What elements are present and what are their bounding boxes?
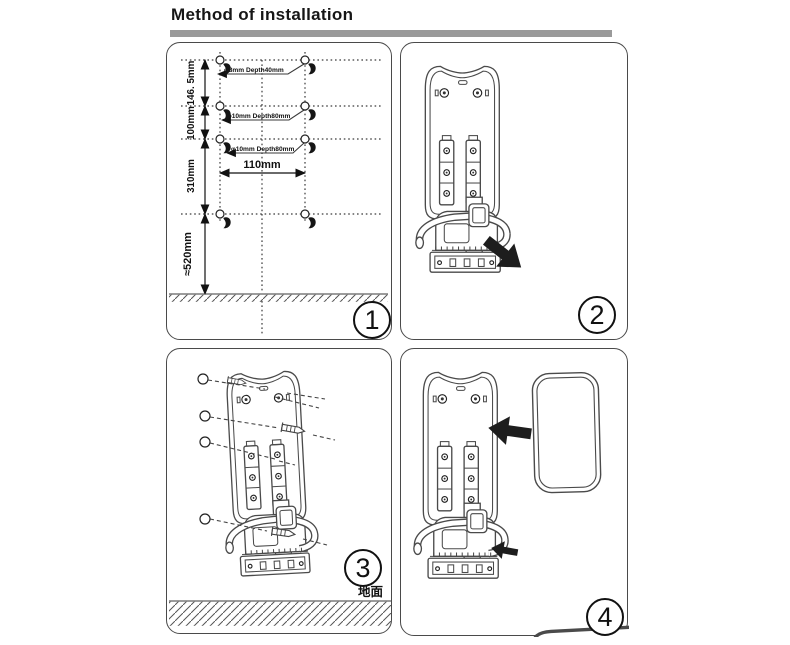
hole-spec-1-label: φ8mm Depth40mm [224, 67, 284, 74]
panel-step-4: 4 [400, 348, 628, 636]
dim-110-label: 110mm [243, 159, 281, 171]
backrest-pad [531, 372, 602, 494]
dim-310-label: 310mm [186, 159, 197, 193]
hole-spec-3-label: φ10mm Depth80mm [231, 146, 294, 153]
seat-frame-illustration [217, 370, 317, 576]
ground-hatch [169, 293, 388, 302]
step-2-number: 2 [589, 299, 605, 330]
dim-100-label: 100mm [186, 106, 197, 140]
ground-label: 地面 [358, 584, 384, 599]
drill-holes-and-screws [215, 55, 317, 230]
dim-520-label: ≈520mm [182, 232, 194, 276]
seat-frame-illustration [414, 372, 505, 578]
pad-attachment-diagram [401, 349, 629, 637]
step-4-badge: 4 [586, 598, 624, 636]
washer-icons [197, 373, 211, 525]
step-4-number: 4 [597, 601, 613, 632]
layout-grid-dotted-lines [181, 52, 381, 336]
screw-leader-lines [207, 379, 336, 546]
drilling-template-diagram: 146. 5mm 100mm 310mm ≈520mm 110mm φ8mm D… [169, 52, 388, 336]
step-1-number: 1 [364, 304, 380, 335]
page-title: Method of installation [171, 5, 354, 24]
step-1-badge: 1 [353, 301, 391, 339]
screw-fastening-diagram: 地面 [169, 349, 391, 626]
step-3-number: 3 [355, 552, 371, 583]
hole-callout-lines [217, 63, 305, 158]
panel-step-2: 2 [400, 42, 628, 340]
step-3-badge: 3 [344, 549, 382, 587]
hole-spec-2-label: φ10mm Depth80mm [227, 113, 290, 120]
panel-step-3: 地面 3 [166, 348, 392, 634]
dim-146-label: 146. 5mm [186, 60, 197, 105]
panel-step-1: 146. 5mm 100mm 310mm ≈520mm 110mm φ8mm D… [166, 42, 392, 340]
ground-hatch [169, 600, 391, 626]
step-2-badge: 2 [578, 296, 616, 334]
title-underline [170, 30, 612, 37]
